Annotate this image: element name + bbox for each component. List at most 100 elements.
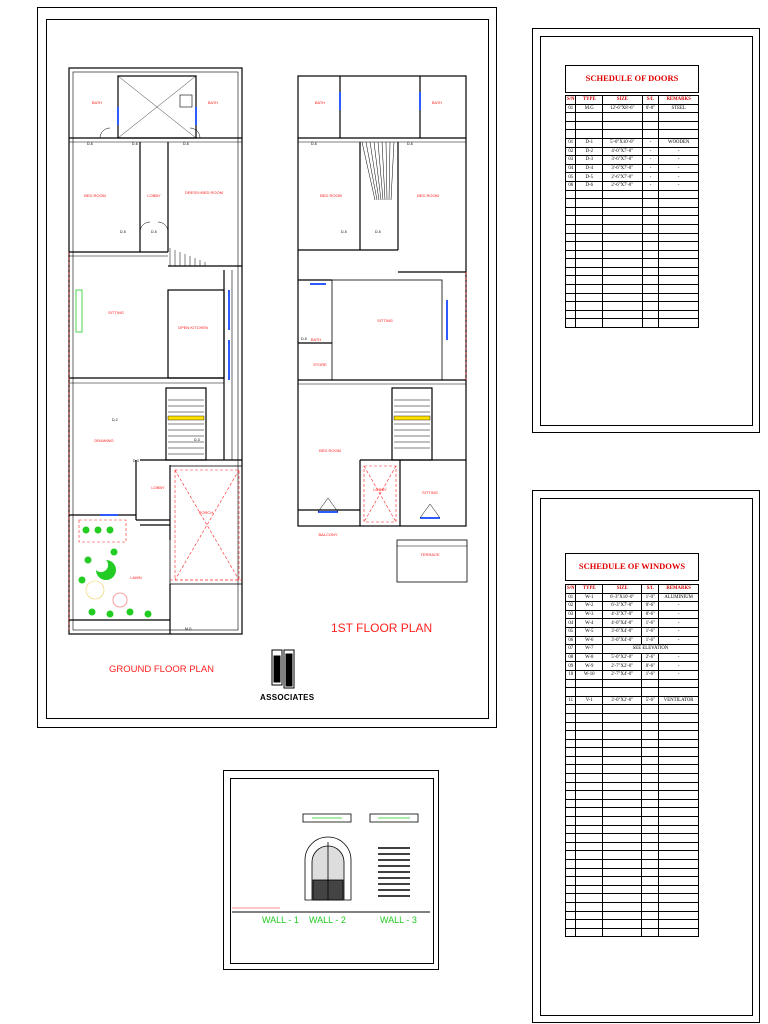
first-rooms-label: SITTING xyxy=(422,490,438,495)
table-cell xyxy=(641,764,660,775)
first-rooms-label: STORE xyxy=(313,362,327,367)
table-cell xyxy=(575,738,603,749)
table-cell: 06 xyxy=(564,180,577,191)
table-cell xyxy=(575,704,603,714)
table-row xyxy=(564,120,699,131)
table-row xyxy=(564,730,699,740)
table-cell xyxy=(575,867,603,878)
table-row xyxy=(564,807,699,818)
table-cell xyxy=(658,258,699,268)
table-row xyxy=(564,876,699,886)
table-cell xyxy=(601,859,643,869)
table-cell xyxy=(601,712,643,723)
doors-header-cell: S/N xyxy=(564,95,577,105)
ground-floor-outline xyxy=(68,67,243,635)
table-cell xyxy=(601,884,643,895)
table-cell xyxy=(658,292,699,303)
table-cell xyxy=(601,790,643,800)
ground-rooms-label: DRAWING xyxy=(94,438,114,443)
table-cell xyxy=(658,687,699,697)
table-cell xyxy=(658,704,699,714)
table-cell xyxy=(564,198,577,208)
table-row xyxy=(564,790,699,800)
table-cell xyxy=(641,721,660,732)
table-cell: - xyxy=(658,669,699,680)
table-cell xyxy=(641,884,660,895)
table-cell xyxy=(658,112,699,122)
table-cell xyxy=(575,301,604,311)
table-cell: 01 xyxy=(564,137,577,148)
table-cell xyxy=(564,816,577,826)
table-cell: - xyxy=(641,172,660,182)
table-row xyxy=(564,198,699,208)
table-cell xyxy=(658,781,699,792)
table-row xyxy=(564,781,699,792)
table-cell xyxy=(658,833,699,843)
table-cell xyxy=(658,266,699,277)
table-cell xyxy=(575,284,604,294)
first-rooms-label: TERRACE xyxy=(420,552,440,557)
associates-logo-mark xyxy=(271,649,295,689)
table-cell xyxy=(575,816,603,826)
table-cell xyxy=(658,876,699,886)
table-cell: D-3 xyxy=(575,155,604,165)
table-cell xyxy=(658,318,699,329)
wall-3-label: WALL - 3 xyxy=(380,915,417,925)
table-cell xyxy=(641,833,660,843)
table-cell xyxy=(564,223,577,234)
table-cell xyxy=(641,189,660,200)
table-cell xyxy=(601,901,643,912)
table-cell xyxy=(564,747,577,757)
door-tags-label: D-6 xyxy=(311,142,317,146)
table-row xyxy=(564,275,699,286)
table-cell xyxy=(658,884,699,895)
table-cell: 2'-7"X4'-0" xyxy=(601,669,643,680)
table-cell xyxy=(641,919,660,929)
windows-header-cell: SIZE xyxy=(601,584,643,594)
table-cell: - xyxy=(658,180,699,191)
table-cell: ALUMINIUM xyxy=(658,592,699,603)
table-cell xyxy=(564,206,577,217)
table-cell xyxy=(641,266,660,277)
table-cell xyxy=(575,773,603,783)
table-cell xyxy=(601,816,643,826)
table-cell: 2'-6"X7'-0" xyxy=(602,172,643,182)
table-cell xyxy=(575,730,603,740)
table-cell: W-7 xyxy=(575,644,603,654)
table-cell xyxy=(641,275,660,286)
table-row xyxy=(564,764,699,775)
first-rooms-label: BED ROOM xyxy=(417,193,439,198)
table-cell xyxy=(564,232,577,243)
table-cell xyxy=(658,738,699,749)
table-cell: 1'-6" xyxy=(641,618,660,628)
table-cell xyxy=(658,901,699,912)
table-cell: WOODEN xyxy=(658,137,699,148)
table-cell: - xyxy=(658,601,699,611)
doors-header-cell: S/L xyxy=(641,95,660,105)
table-cell xyxy=(602,198,643,208)
table-cell xyxy=(601,781,643,792)
table-cell xyxy=(575,241,604,251)
table-cell xyxy=(641,712,660,723)
table-cell xyxy=(658,678,699,689)
table-cell: 2'-6" xyxy=(641,652,660,663)
table-cell xyxy=(601,841,643,852)
table-cell xyxy=(641,798,660,809)
table-row xyxy=(564,284,699,294)
table-cell: 4'-0"X7'-0" xyxy=(602,146,643,157)
door-tags-label: D-6 xyxy=(132,142,138,146)
table-cell: 01 xyxy=(564,592,577,603)
table-cell xyxy=(641,790,660,800)
table-cell: - xyxy=(641,146,660,157)
table-row xyxy=(564,241,699,251)
table-cell xyxy=(641,232,660,243)
table-cell xyxy=(641,927,660,938)
doors-header-cell: TYPE xyxy=(575,95,604,105)
table-cell: 5'-6" xyxy=(641,695,660,706)
table-cell xyxy=(641,292,660,303)
table-cell xyxy=(641,824,660,835)
first-floor-outline xyxy=(297,75,467,527)
table-cell xyxy=(564,678,577,689)
table-cell xyxy=(602,318,643,329)
